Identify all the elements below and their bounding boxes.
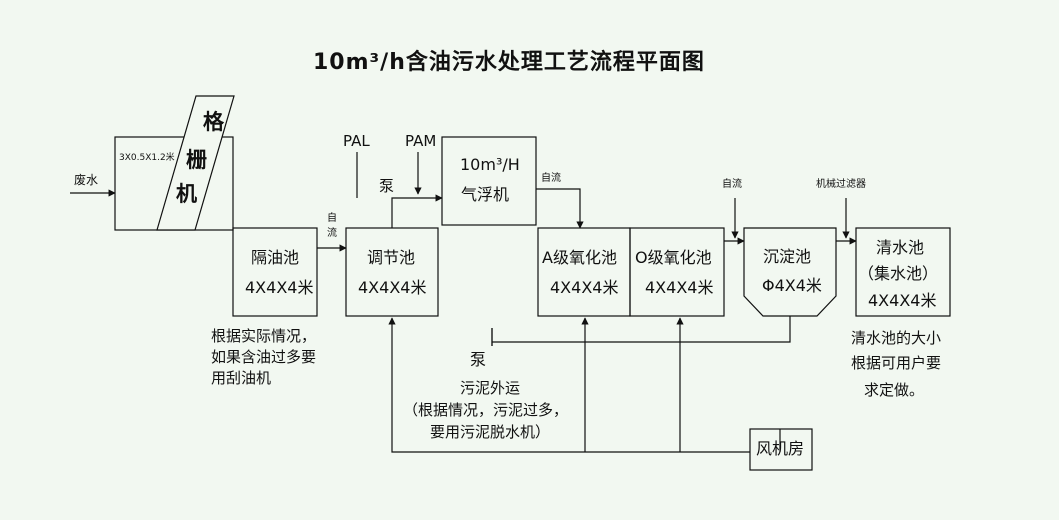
clear-water-dims: 4X4X4米 [868,291,937,310]
sedimentation-dims: Φ4X4米 [762,276,822,295]
o-oxidation-box [629,227,725,317]
grid-char-1: 格 [203,110,224,134]
oil-note-line-2: 如果含油过多要 [211,348,317,366]
o-oxidation-name: O级氧化池 [635,248,712,267]
arrow-flotation-to-a [536,188,584,229]
a-oxidation-dims: 4X4X4米 [550,278,619,297]
pal-label: PAL [343,132,370,150]
pump-label-top: 泵 [379,177,395,195]
sludge-pump-label: 泵 [470,350,487,369]
air-main-line [388,317,750,453]
oil-note-line-1: 根据实际情况， [211,327,317,345]
grid-char-3: 机 [176,182,197,206]
oil-note-line-3: 用刮油机 [211,369,272,387]
flotation-machine-box [441,136,537,226]
sludge-line-2: 要用污泥脱水机） [430,423,551,441]
sludge-title: 污泥外运 [460,379,521,397]
waste-water-label: 废水 [74,173,99,187]
machine-filter-label: 机械过滤器 [816,179,866,190]
pam-label: PAM [405,132,437,150]
clear-water-box [855,227,951,317]
clear-water-name: 清水池 [876,238,925,257]
flotation-capacity: 10m³/H [460,155,520,174]
sludge-return-line [492,316,791,343]
clear-note-line-3: 求定做。 [864,381,925,399]
flotation-name: 气浮机 [461,185,510,204]
grid-size-label: 3X0.5X1.2米 [119,153,175,163]
regulating-tank-box [345,227,439,317]
sludge-line-1: （根据情况，污泥过多， [403,401,569,419]
grid-char-2: 栅 [186,148,207,172]
arrow-regulating-to-flotation [391,194,443,228]
bar-screen-machine [156,95,235,231]
blower-room-label: 风机房 [756,439,805,458]
blower-room-box [749,428,813,471]
oil-separator-box [232,227,318,317]
o-oxidation-dims: 4X4X4米 [645,278,714,297]
self-flow-label-sed: 自流 [722,179,742,190]
clear-note-line-1: 清水池的大小 [851,329,942,347]
a-oxidation-box [537,227,631,317]
sedimentation-name: 沉淀池 [763,247,812,266]
sedimentation-tank-shape [743,227,837,317]
regulating-name: 调节池 [367,248,416,267]
page-title: 10m³/h含油污水处理工艺流程平面图 [313,50,705,75]
self-flow-vertical-2: 流 [327,228,337,239]
self-flow-vertical-1: 自 [327,213,337,224]
self-flow-label-flotation: 自流 [541,173,561,184]
clear-water-sub: （集水池） [858,264,939,283]
clear-note-line-2: 根据可用户要 [851,354,942,372]
regulating-dims: 4X4X4米 [358,278,427,297]
a-oxidation-name: A级氧化池 [542,248,617,267]
oil-separator-name: 隔油池 [251,248,300,267]
oil-separator-dims: 4X4X4米 [245,278,314,297]
